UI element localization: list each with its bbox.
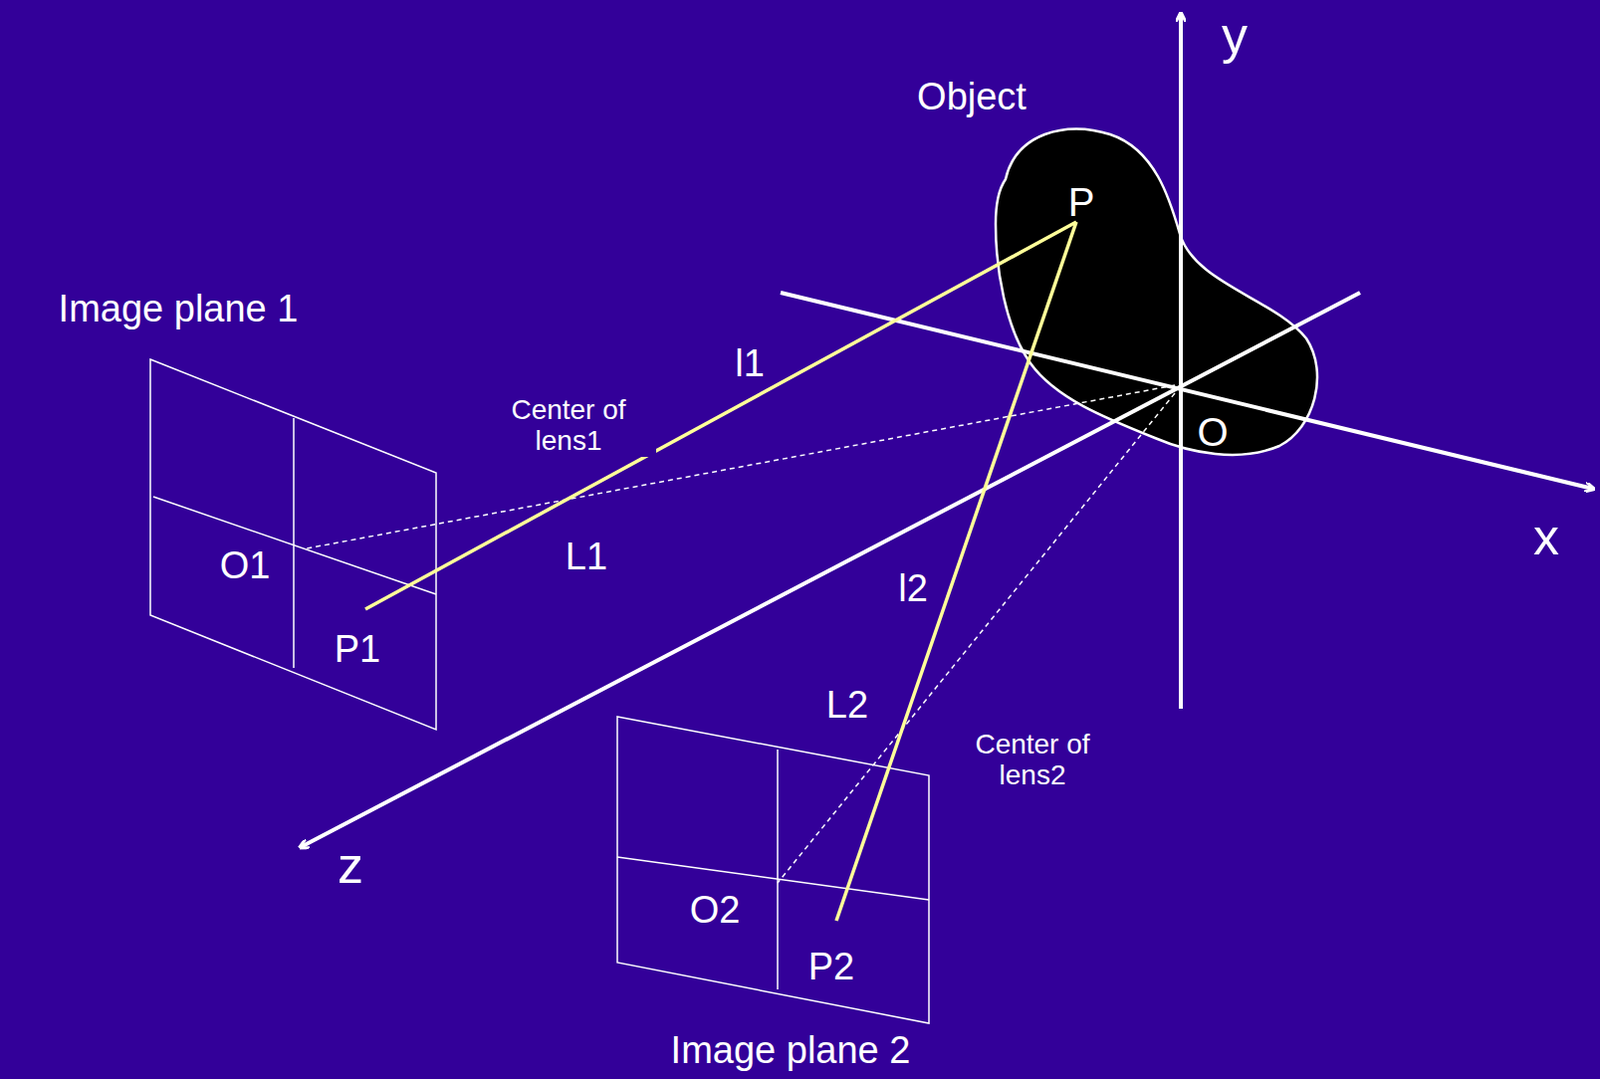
lens-label: L1 (562, 536, 611, 579)
projection-ray (836, 222, 1077, 921)
image-plane: Image plane 1O1P1 (150, 359, 437, 730)
optical-axis (306, 385, 1175, 549)
x-axis (780, 292, 1594, 489)
axis-label: z (334, 837, 367, 895)
image-plane-outline (617, 716, 929, 1024)
object-heading: Object (916, 76, 1027, 119)
point-label: P1 (334, 629, 381, 672)
axis-label: x (1530, 508, 1563, 566)
projection-ray (365, 222, 1077, 610)
optical-axis (777, 393, 1175, 884)
lens-center-label: Center of lens1 (480, 395, 657, 458)
y-axis (1178, 13, 1183, 709)
image-plane-axis (776, 749, 779, 990)
point-label: P (1068, 180, 1096, 225)
image-plane: Image plane 2O2P2 (617, 716, 929, 1024)
plane-heading: Image plane 1 (58, 288, 299, 331)
object-region: ObjectPO (990, 117, 1325, 461)
image-plane-axis (292, 418, 295, 669)
plane-heading: Image plane 2 (671, 1030, 912, 1073)
ray-label: l1 (731, 343, 768, 386)
image-plane-axis (617, 857, 929, 901)
image-plane-outline (150, 359, 437, 730)
origin-label: O (1196, 410, 1228, 455)
axis-label: y (1218, 6, 1251, 64)
point-label: P2 (808, 946, 855, 989)
object-outline (995, 128, 1318, 456)
center-label: O2 (689, 890, 741, 932)
center-label: O1 (220, 545, 271, 588)
image-plane-axis (153, 496, 437, 595)
z-axis (300, 292, 1361, 848)
lens-label: L2 (823, 685, 872, 727)
ray-label: l2 (895, 568, 931, 611)
lens-center-label: Center of lens2 (944, 729, 1121, 792)
